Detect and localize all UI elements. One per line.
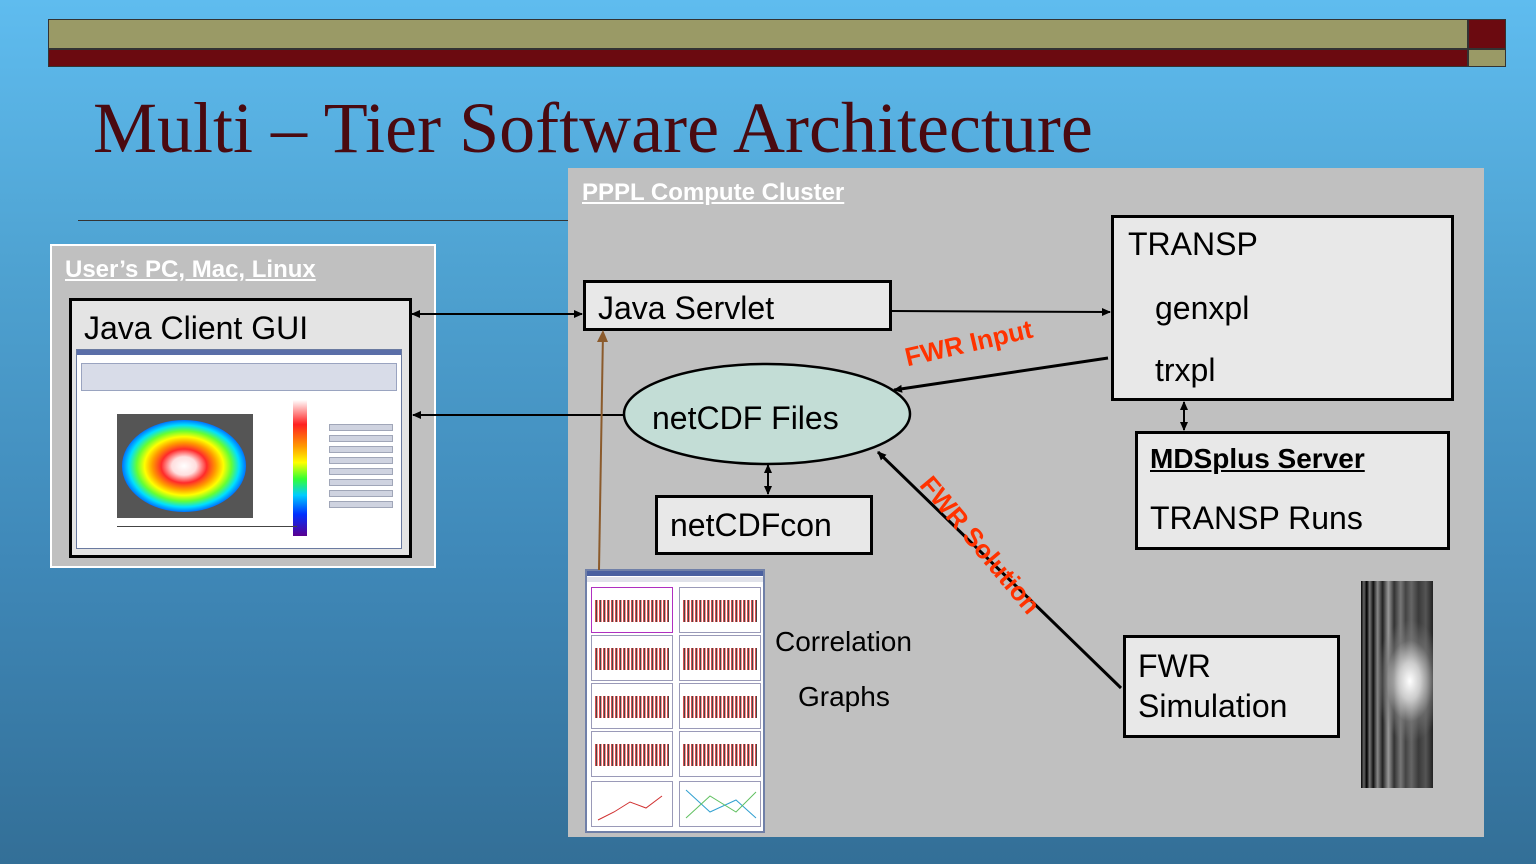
transp-item-genxpl: genxpl: [1155, 290, 1250, 326]
java-servlet-box: [583, 280, 892, 331]
slide-title: Multi – Tier Software Architecture: [93, 88, 1093, 168]
graphs-titlebar: [587, 571, 763, 576]
graph-line-sketch: [597, 795, 663, 821]
fwr-simulation-image: [1361, 581, 1433, 788]
graph-cell: [679, 587, 761, 633]
graph-cell: [591, 683, 673, 729]
graph-cell: [679, 683, 761, 729]
mini-colorbar: [293, 400, 307, 536]
mini-parameter-panel: [81, 363, 397, 391]
graph-cell: [591, 587, 673, 633]
mini-titlebar: [77, 350, 401, 355]
header-bar-maroon: [48, 49, 1468, 67]
netcdfcon-box: [655, 495, 873, 555]
netcdf-files-label: netCDF Files: [652, 400, 839, 436]
header-bar-olive: [48, 19, 1468, 49]
sim-glow: [1375, 621, 1433, 741]
fwr-simulation-box: [1123, 635, 1340, 738]
fwr-simulation-label-line1: FWR: [1138, 648, 1211, 684]
graph-line-sketch: [685, 789, 757, 819]
header-square-olive: [1468, 49, 1506, 67]
mdsplus-subtitle: TRANSP Runs: [1150, 500, 1363, 536]
graph-cell-line: [679, 781, 761, 827]
arrow-servlet-transp: [891, 307, 1111, 316]
arrow-graphs-servlet: [598, 331, 604, 571]
mdsplus-box: [1135, 431, 1450, 550]
arrow-graphs-servlet-head: [597, 330, 608, 342]
transp-box: [1111, 215, 1454, 401]
client-gui-screenshot: [76, 349, 402, 549]
mini-contour-plot: [122, 420, 246, 512]
arrow-fwr-input: [893, 356, 1109, 393]
user-pc-label: User’s PC, Mac, Linux: [65, 256, 316, 283]
title-underline: [78, 220, 578, 221]
graphs-menubar: [587, 577, 763, 582]
graph-cell: [591, 635, 673, 681]
mini-x-axis: [117, 526, 297, 527]
java-servlet-label: Java Servlet: [598, 290, 775, 326]
header-square-maroon: [1468, 19, 1506, 49]
graph-cell: [679, 731, 761, 777]
correlation-graphs-screenshot: [585, 569, 765, 833]
graph-cell-line: [591, 781, 673, 827]
arrow-fwr-solution: [876, 450, 1123, 690]
correlation-label-line2: Graphs: [798, 681, 890, 712]
graph-cell: [591, 731, 673, 777]
netcdfcon-label: netCDFcon: [670, 507, 832, 543]
graph-cell: [679, 635, 761, 681]
cluster-label: PPPL Compute Cluster: [582, 179, 845, 206]
transp-item-trxpl: trxpl: [1155, 352, 1216, 388]
mdsplus-title: MDSplus Server: [1150, 443, 1365, 474]
mini-controls: [329, 420, 393, 520]
fwr-simulation-label-line2: Simulation: [1138, 688, 1288, 724]
transp-title: TRANSP: [1128, 226, 1258, 262]
client-gui-label: Java Client GUI: [84, 310, 309, 346]
correlation-label-line1: Correlation: [775, 626, 912, 657]
